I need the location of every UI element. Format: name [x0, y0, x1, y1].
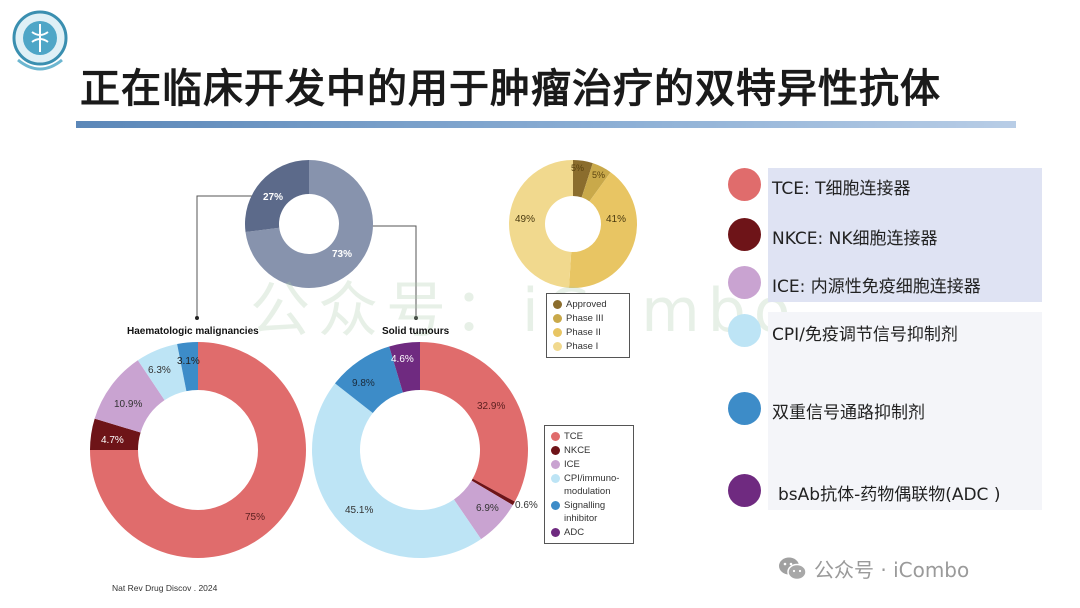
watermark-text: 公众号：iCombo [250, 276, 799, 346]
svg-text:6.9%: 6.9% [476, 503, 499, 514]
legend-panel-bottom [768, 312, 1042, 510]
title-underline [76, 121, 1016, 128]
adc-dot-icon [728, 474, 761, 507]
svg-text:49%: 49% [515, 214, 535, 225]
signalling-dot-icon [728, 392, 761, 425]
connector-lines [196, 195, 417, 318]
legend-tce: TCE: T细胞连接器 [772, 179, 911, 199]
legend-nkce: NKCE: NK细胞连接器 [772, 229, 938, 249]
svg-text:45.1%: 45.1% [345, 505, 373, 516]
overall-donut [244, 160, 373, 288]
phase-donut [508, 160, 637, 289]
legend-signalling: 双重信号通路抑制剂 [772, 403, 925, 423]
svg-text:0.6%: 0.6% [515, 500, 538, 511]
haem-donut [90, 342, 306, 558]
tce-swatch-icon [551, 432, 560, 441]
svg-text:5%: 5% [571, 163, 584, 173]
legend-adc: bsAb抗体-药物偶联物(ADC ) [778, 485, 1001, 505]
nkce-swatch-icon [551, 446, 560, 455]
haem-chart-title: Haematologic malignancies [127, 326, 259, 337]
solid-chart-title: Solid tumours [382, 326, 450, 337]
legend-ice: ICE: 内源性免疫细胞连接器 [772, 277, 981, 297]
phase3-swatch-icon [553, 314, 562, 323]
label-solid-share: 73% [332, 249, 352, 260]
svg-text:9.8%: 9.8% [352, 378, 375, 389]
svg-text:75%: 75% [245, 512, 265, 523]
approved-swatch-icon [553, 300, 562, 309]
adc-swatch-icon [551, 528, 560, 537]
cpi-swatch-icon [551, 474, 560, 483]
phase1-swatch-icon [553, 342, 562, 351]
society-emblem-logo [10, 8, 70, 83]
ice-swatch-icon [551, 460, 560, 469]
svg-text:4.6%: 4.6% [391, 354, 414, 365]
svg-text:41%: 41% [606, 214, 626, 225]
svg-text:6.3%: 6.3% [148, 365, 171, 376]
footer-text: 公众号 · iCombo [814, 558, 970, 582]
tce-dot-icon [728, 168, 761, 201]
legend-panel-top [768, 168, 1042, 302]
citation: Nat Rev Drug Discov . 2024 [112, 583, 218, 593]
label-haem-share: 27% [263, 192, 283, 203]
signalling-swatch-icon [551, 501, 560, 510]
cpi-dot-icon [728, 314, 761, 347]
svg-text:10.9%: 10.9% [114, 399, 142, 410]
modality-legend: TCE NKCE ICE CPI/immuno- modulation Sign… [544, 425, 634, 544]
footer-watermark: 公众号 · iCombo [778, 554, 969, 583]
svg-text:5%: 5% [592, 170, 605, 180]
ice-dot-icon [728, 266, 761, 299]
nkce-dot-icon [728, 218, 761, 251]
legend-cpi: CPI/免疫调节信号抑制剂 [772, 325, 958, 345]
svg-text:32.9%: 32.9% [477, 401, 505, 412]
phase-legend: Approved Phase III Phase II Phase I [546, 293, 630, 358]
wechat-icon [779, 557, 807, 580]
svg-text:4.7%: 4.7% [101, 435, 124, 446]
solid-donut [312, 342, 528, 559]
page-title: 正在临床开发中的用于肿瘤治疗的双特异性抗体 [80, 66, 941, 112]
phase2-swatch-icon [553, 328, 562, 337]
svg-text:3.1%: 3.1% [177, 356, 200, 367]
